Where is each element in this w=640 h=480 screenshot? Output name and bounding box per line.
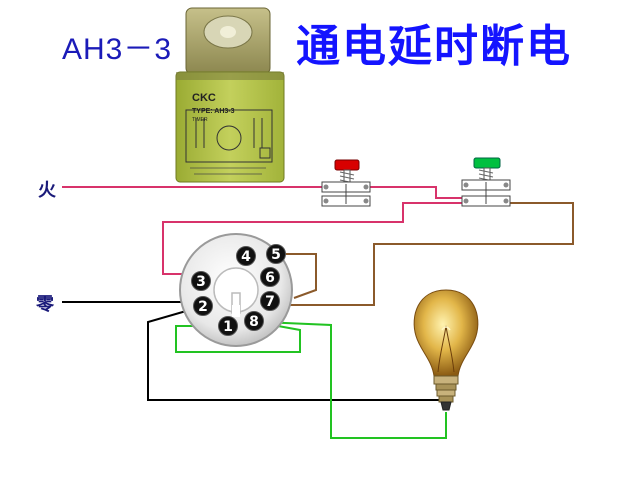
neutral-line-label: 零 — [36, 294, 54, 315]
green-wire-bridge — [175, 321, 301, 353]
stop-push-button — [321, 159, 371, 207]
socket-pin-label-8: 8 — [249, 314, 259, 330]
brown-wire-switch — [290, 202, 574, 306]
socket-pin-1 — [218, 316, 238, 336]
socket-pin-label-2: 2 — [198, 299, 208, 315]
main-title: 通电延时断电 — [296, 21, 572, 72]
socket-pin-label-6: 6 — [265, 270, 275, 286]
start-push-button — [461, 157, 511, 207]
socket-pin-3 — [191, 271, 211, 291]
socket-pins: 12 3 4 5 6 78 — [191, 244, 286, 336]
relay-brand: CKC — [192, 92, 216, 104]
model-title: AH3－3 — [62, 33, 173, 66]
live-line-label: 火 — [38, 180, 56, 201]
socket-pin-6 — [260, 267, 280, 287]
socket-pin-2 — [193, 296, 213, 316]
socket-pin-label-7: 7 — [265, 294, 275, 310]
socket-pin-8 — [244, 311, 264, 331]
relay-type: TYPE: AH3-3 — [192, 108, 235, 115]
socket-pin-7 — [260, 291, 280, 311]
neutral-wire-lamp — [147, 306, 440, 401]
socket-pin-label-1: 1 — [223, 319, 233, 335]
live-wire-link — [368, 186, 462, 199]
relay-timer-word: TIMER — [192, 117, 208, 123]
socket-pin-label-4: 4 — [241, 249, 251, 265]
eight-pin-socket — [179, 233, 293, 347]
timer-relay: CKC TYPE: AH3-3 TIMER — [175, 7, 285, 183]
live-wire-to-pin3 — [162, 202, 462, 275]
green-wire-lamp — [261, 321, 447, 439]
brown-wire-pin5 — [276, 253, 317, 299]
socket-pin-4 — [236, 246, 256, 266]
light-bulb — [413, 289, 479, 411]
socket-pin-label-3: 3 — [196, 274, 206, 290]
socket-pin-5 — [266, 244, 286, 264]
socket-pin-label-5: 5 — [271, 247, 281, 263]
